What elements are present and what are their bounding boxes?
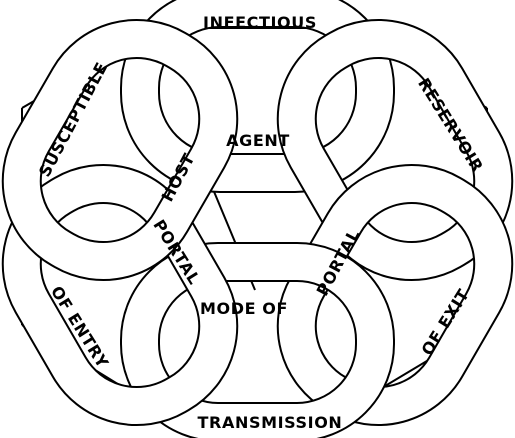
- label-transmission: TRANSMISSION: [198, 413, 343, 432]
- label-infectious: INFECTIOUS: [203, 13, 317, 32]
- link-portal-of-exit: [268, 155, 515, 434]
- label-mode-of: MODE OF: [200, 299, 288, 318]
- label-agent: AGENT: [226, 131, 290, 150]
- labels: INFECTIOUS AGENT RESERVOIR PORTAL OF EXI…: [35, 13, 487, 432]
